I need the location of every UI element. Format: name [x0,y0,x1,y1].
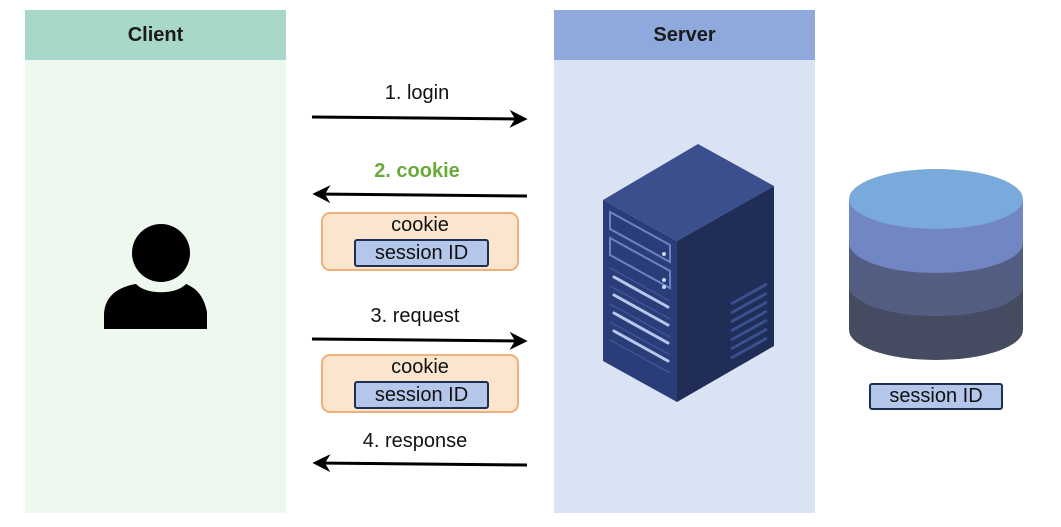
cookie-title: cookie [391,356,449,378]
response-arrow [312,454,528,473]
session-id-tag: session ID [354,239,489,267]
server-rack-icon [603,144,774,402]
login-arrow [311,109,528,128]
request-arrow [311,331,528,350]
cookie-box-request: cookie session ID [321,354,519,413]
client-lane-title: Client [25,10,286,60]
database-icon [849,169,1023,360]
cookie-title: cookie [391,214,449,236]
session-id-tag: session ID [354,381,489,409]
server-lane-title: Server [554,10,815,60]
user-icon [104,224,207,329]
client-lane: Client [25,10,286,513]
step-2-label: 2. cookie [374,160,460,182]
database-session-id-label: session ID [869,383,1003,410]
step-1-label: 1. login [384,82,450,104]
step-3-label: 3. request [370,305,460,327]
client-lane-body [25,60,286,513]
cookie-arrow [312,185,528,204]
step-4-label: 4. response [362,430,468,452]
cookie-box-response: cookie session ID [321,212,519,271]
